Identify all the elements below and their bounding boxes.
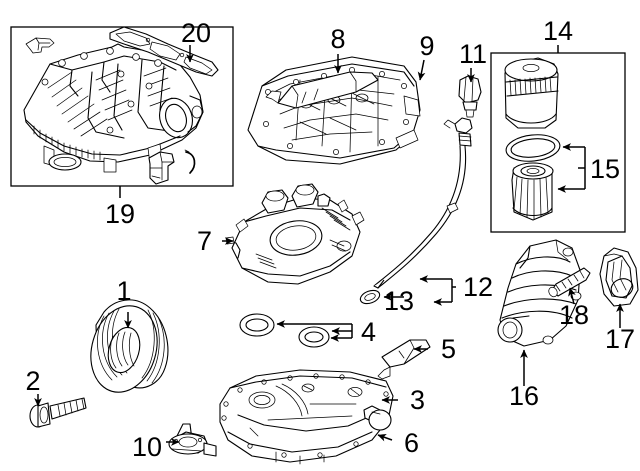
manifold-hose-clip — [184, 149, 196, 174]
manifold-sensor — [148, 151, 175, 185]
dipstick-o-ring — [359, 289, 381, 305]
sealant-tube-upper — [265, 71, 379, 109]
oil-pressure-switch — [458, 75, 482, 118]
intake-manifold-body — [23, 43, 204, 173]
manifold-clip-left — [25, 37, 55, 54]
intake-manifold-group — [10, 26, 234, 187]
callout-2: 2 — [25, 366, 40, 396]
callout-5: 5 — [441, 334, 456, 364]
callout-10: 10 — [132, 432, 162, 462]
oil-filter-o-ring — [505, 134, 561, 162]
callout-13: 13 — [384, 286, 414, 316]
oil-cooler-bracket — [599, 247, 639, 307]
callout-16: 16 — [509, 381, 539, 411]
stud-bolt — [548, 267, 591, 298]
intake-manifold-gasket — [109, 26, 219, 77]
callout-19: 19 — [105, 199, 135, 229]
callout-1: 1 — [116, 276, 131, 306]
callout-3: 3 — [410, 385, 425, 415]
upper-oil-pan — [247, 56, 421, 165]
callout-12: 12 — [463, 272, 493, 302]
oil-filter-housing — [504, 57, 559, 129]
group-box-19 — [10, 26, 234, 187]
oil-filter-element — [511, 162, 554, 221]
drain-plug — [363, 405, 392, 431]
o-ring-small — [298, 326, 330, 348]
manifold-seal-ring — [48, 153, 82, 171]
oil-baffle-plate — [225, 183, 365, 285]
callout-15: 15 — [590, 154, 620, 184]
pulley-bolt — [29, 397, 87, 428]
callout-8: 8 — [330, 24, 345, 54]
oil-filter-group — [490, 52, 626, 233]
callout-14: 14 — [543, 16, 573, 46]
o-ring-large — [239, 313, 275, 337]
callout-4: 4 — [361, 317, 376, 347]
lower-oil-pan — [219, 369, 394, 465]
callout-17: 17 — [605, 324, 635, 354]
callout-9: 9 — [419, 31, 434, 61]
leader-lines — [34, 45, 624, 446]
crankshaft-pulley — [90, 299, 169, 393]
callout-6: 6 — [404, 428, 419, 458]
callout-20: 20 — [181, 18, 211, 48]
callout-labels: 1 2 3 4 5 6 7 8 9 10 11 12 13 14 15 16 1… — [25, 16, 635, 462]
callout-7: 7 — [197, 226, 212, 256]
callout-18: 18 — [559, 300, 589, 330]
callout-11: 11 — [459, 39, 487, 69]
dipstick-tube — [373, 117, 473, 289]
